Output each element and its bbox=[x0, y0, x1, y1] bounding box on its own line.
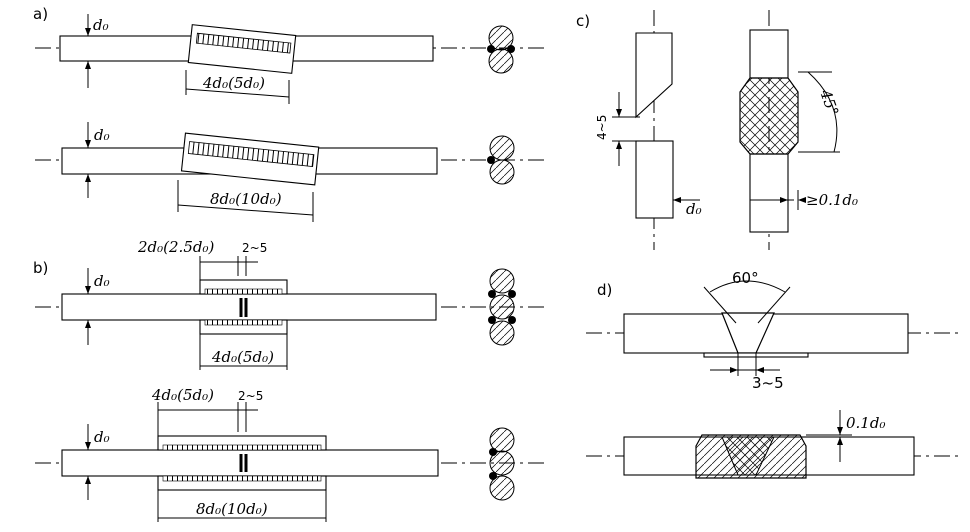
panel-label-d: d) bbox=[597, 281, 612, 299]
gap-label: 2~5 bbox=[238, 389, 263, 403]
gap-label: 3~5 bbox=[752, 374, 784, 392]
weld-metal bbox=[721, 436, 775, 476]
length-label: 8d₀(10d₀) bbox=[196, 500, 268, 518]
cross-section bbox=[487, 135, 515, 185]
d-v-groove-joint: 60° 3~5 bbox=[586, 269, 960, 392]
cross-section bbox=[488, 268, 516, 346]
d0-label: d₀ bbox=[94, 428, 110, 446]
gap-length-label: 2d₀(2.5d₀) bbox=[137, 238, 214, 256]
upset-bulge bbox=[739, 77, 799, 155]
thickness-label: 0.1d₀ bbox=[846, 414, 885, 432]
gap-length-label: 4d₀(5d₀) bbox=[151, 386, 214, 404]
bar bbox=[61, 293, 437, 321]
weld-bead bbox=[195, 32, 292, 54]
a-top-joint: d₀ 4d₀(5d₀) bbox=[35, 14, 545, 104]
upper-bar bbox=[635, 32, 673, 119]
panel-label-c: c) bbox=[576, 12, 590, 30]
panel-label-b: b) bbox=[33, 259, 48, 277]
upper-bar bbox=[749, 29, 789, 79]
gap-label: 2~5 bbox=[242, 241, 267, 255]
lower-bar bbox=[749, 153, 789, 233]
b-top-joint: d₀ 2d₀(2.5d₀) 2~5 4d₀(5d₀) bbox=[35, 238, 545, 370]
angle-label: 45° bbox=[816, 86, 842, 118]
a-bottom-joint: d₀ 8d₀(10d₀) bbox=[35, 122, 545, 222]
cross-section bbox=[487, 25, 515, 74]
b-bottom-joint: d₀ 4d₀(5d₀) 2~5 8d₀(10d₀) bbox=[35, 386, 545, 522]
d-welded-joint: 0.1d₀ bbox=[586, 410, 960, 479]
length-label: 4d₀(5d₀) bbox=[202, 74, 265, 92]
angle-label: 60° bbox=[732, 269, 759, 287]
d0-label: d₀ bbox=[94, 126, 110, 144]
thickness-label: ≥0.1d₀ bbox=[806, 191, 858, 209]
lower-bar bbox=[635, 140, 674, 219]
bar bbox=[61, 449, 439, 477]
length-label: 4d₀(5d₀) bbox=[211, 348, 274, 366]
c-flash-butt-joint: 4~5 d₀ 45° ≥0.1d₀ bbox=[595, 10, 858, 250]
cross-section bbox=[489, 427, 515, 501]
d0-label: d₀ bbox=[93, 16, 109, 34]
d0-label: d₀ bbox=[94, 272, 110, 290]
d0-label: d₀ bbox=[686, 200, 702, 218]
weld-bead bbox=[187, 141, 315, 168]
gap-label: 4~5 bbox=[595, 115, 609, 140]
panel-label-a: a) bbox=[33, 5, 48, 23]
length-label: 8d₀(10d₀) bbox=[210, 190, 282, 208]
